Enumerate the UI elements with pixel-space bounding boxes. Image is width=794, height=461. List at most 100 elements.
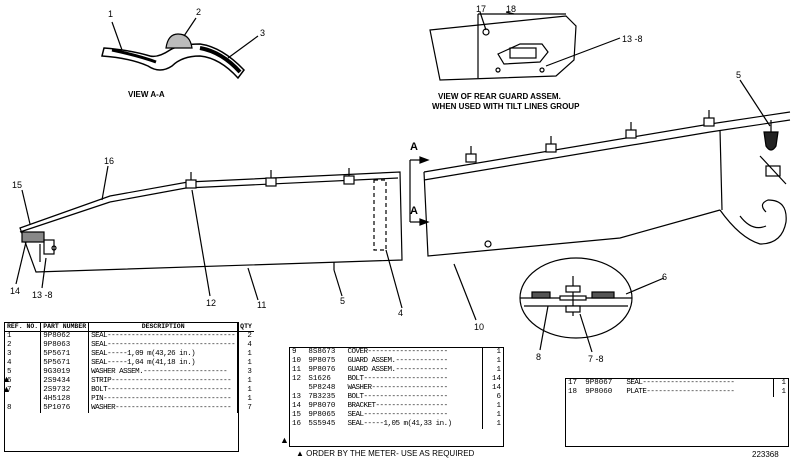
desc-cell: BOLT------------------------------- (88, 386, 238, 395)
table-row: 5P8248 WASHER------------------- 14 (290, 384, 503, 393)
ref-cell: 10 (292, 357, 302, 365)
callout-2: 2 (196, 7, 202, 17)
callout-14: 14 (10, 286, 21, 296)
order-footnote: ▲ ORDER BY THE METER- USE AS REQUIRED (296, 449, 475, 458)
callout-1: 1 (108, 9, 114, 19)
ref-cell: 18 (568, 388, 578, 396)
qty-cell: 14 (482, 375, 503, 384)
table-row: 10 9P8075 GUARD ASSEM.------------- 1 (290, 357, 503, 366)
qty-cell: 1 (237, 377, 254, 386)
qty-cell: 4 (237, 341, 254, 350)
ref-cell: 16 (292, 420, 302, 428)
ref-cell: 4 (7, 359, 12, 367)
desc-cell: WASHER ASSEM.--------------------- (88, 368, 238, 377)
table-row: 5 9G3019 WASHER ASSEM.------------------… (5, 368, 254, 377)
desc-cell: BOLT--------------------- (347, 393, 449, 401)
callout-5-left: 5 (340, 296, 346, 306)
qty-cell: 2 (237, 331, 254, 341)
qty-cell: 1 (482, 357, 503, 366)
header-part-number: PART NUMBER (40, 323, 89, 332)
view-aa-section (101, 17, 259, 80)
desc-cell: BOLT--------------------- (347, 375, 449, 383)
desc-cell: PLATE---------------------- (626, 388, 735, 396)
desc-cell: PIN-------------------------------- (88, 395, 238, 404)
table-row: 2 9P8063 SEAL---------------------------… (5, 341, 254, 350)
ref-cell (290, 384, 306, 393)
table-row: 18 9P8060 PLATE---------------------- 1 (566, 388, 788, 397)
desc-cell: SEAL-----1,05 m(41,33 in.) (347, 420, 453, 428)
rear-guard-caption-line2: WHEN USED WITH TILT LINES GROUP (432, 102, 580, 111)
qty-cell: 1 (237, 395, 254, 404)
section-a-bottom: A (410, 205, 418, 217)
callout-13-8: 13 -8 (32, 290, 53, 300)
table-row: 3 5P5671 SEAL-----1,09 m(43,26 in.) 1 (5, 350, 254, 359)
part-cell: 4H5128 (40, 395, 89, 404)
callout-18: 18 (506, 4, 517, 14)
meter-mark-4: ▲ (2, 384, 11, 394)
part-cell: 5S5945 (308, 420, 336, 428)
table-row: 17 9P8067 SEAL----------------------- 1 (566, 379, 788, 388)
table-row: 16 5S5945 SEAL-----1,05 m(41,33 in.) 1 (290, 420, 503, 429)
table-row: 15 9P8065 SEAL--------------------- 1 (290, 411, 503, 420)
table-row: 7 2S9732 BOLT---------------------------… (5, 386, 254, 395)
part-cell: 5P8248 (308, 384, 336, 392)
part-cell: 9P8076 (308, 366, 336, 374)
callout-17: 17 (476, 4, 487, 14)
meter-mark-3: ▲ (2, 374, 11, 384)
qty-cell: 1 (482, 402, 503, 411)
desc-cell: SEAL-----1,09 m(43,26 in.) (88, 350, 238, 359)
callout-7-8: 7 -8 (588, 354, 604, 364)
ref-cell: 12 (292, 375, 302, 383)
ref-cell: 13 (292, 393, 302, 401)
qty-cell: 1 (237, 386, 254, 395)
ref-cell: 3 (7, 350, 12, 358)
table-row: 4 5P5671 SEAL-----1,04 m(41,18 in.) 1 (5, 359, 254, 368)
desc-cell: GUARD ASSEM.------------- (347, 366, 449, 374)
header-qty: QTY (237, 323, 254, 332)
part-cell: 2S9732 (40, 386, 89, 395)
qty-cell: 1 (482, 366, 503, 375)
part-cell: 5P5671 (40, 359, 89, 368)
callout-3: 3 (260, 28, 266, 38)
callout-13-8-rear: 13 -8 (622, 34, 643, 44)
ref-cell: 9 (292, 348, 297, 356)
callout-11: 11 (257, 300, 267, 310)
part-cell: 2S9434 (40, 377, 89, 386)
rear-guard-view (429, 11, 621, 81)
desc-cell: COVER-------------------- (347, 348, 449, 356)
ref-cell: 11 (292, 366, 302, 374)
part-cell: 9P8075 (308, 357, 336, 365)
qty-cell: 1 (482, 411, 503, 420)
part-cell: 9P8060 (585, 388, 613, 396)
desc-cell: WASHER----------------------------- (88, 404, 238, 413)
callout-10: 10 (474, 322, 485, 332)
callout-8: 8 (536, 352, 542, 362)
table-row: 1 9P8062 SEAL---------------------------… (5, 331, 254, 341)
part-cell: 5P5671 (40, 350, 89, 359)
part-cell: S1626 (308, 375, 331, 383)
callout-12: 12 (206, 298, 217, 308)
part-cell: 9P8067 (585, 379, 613, 387)
qty-cell: 1 (482, 420, 503, 429)
desc-cell: SEAL----------------------- (626, 379, 735, 387)
table-row: 14 9P8070 BRACKET------------------ 1 (290, 402, 503, 411)
parts-table-3: 17 9P8067 SEAL----------------------- 1 … (565, 378, 789, 447)
qty-cell: 6 (482, 393, 503, 402)
part-cell: 9P8063 (40, 341, 89, 350)
desc-cell: SEAL--------------------- (347, 411, 449, 419)
ref-cell: 1 (7, 332, 12, 340)
figure-number: 223368 (752, 450, 779, 459)
ref-cell: 6 (7, 377, 12, 385)
table-row: 9 8S8673 COVER-------------------- 1 (290, 348, 503, 357)
desc-cell: SEAL-----1,04 m(41,18 in.) (88, 359, 238, 368)
table-row: 13 7B3235 BOLT--------------------- 6 (290, 393, 503, 402)
desc-cell: GUARD ASSEM.------------- (347, 357, 449, 365)
desc-cell: WASHER------------------- (347, 384, 449, 392)
desc-cell: BRACKET------------------ (347, 402, 449, 410)
part-cell: 9P8070 (308, 402, 336, 410)
ref-cell: 15 (292, 411, 302, 419)
detail-circle (519, 257, 665, 353)
callout-6: 6 (662, 272, 668, 282)
view-aa-caption: VIEW A-A (128, 90, 165, 99)
